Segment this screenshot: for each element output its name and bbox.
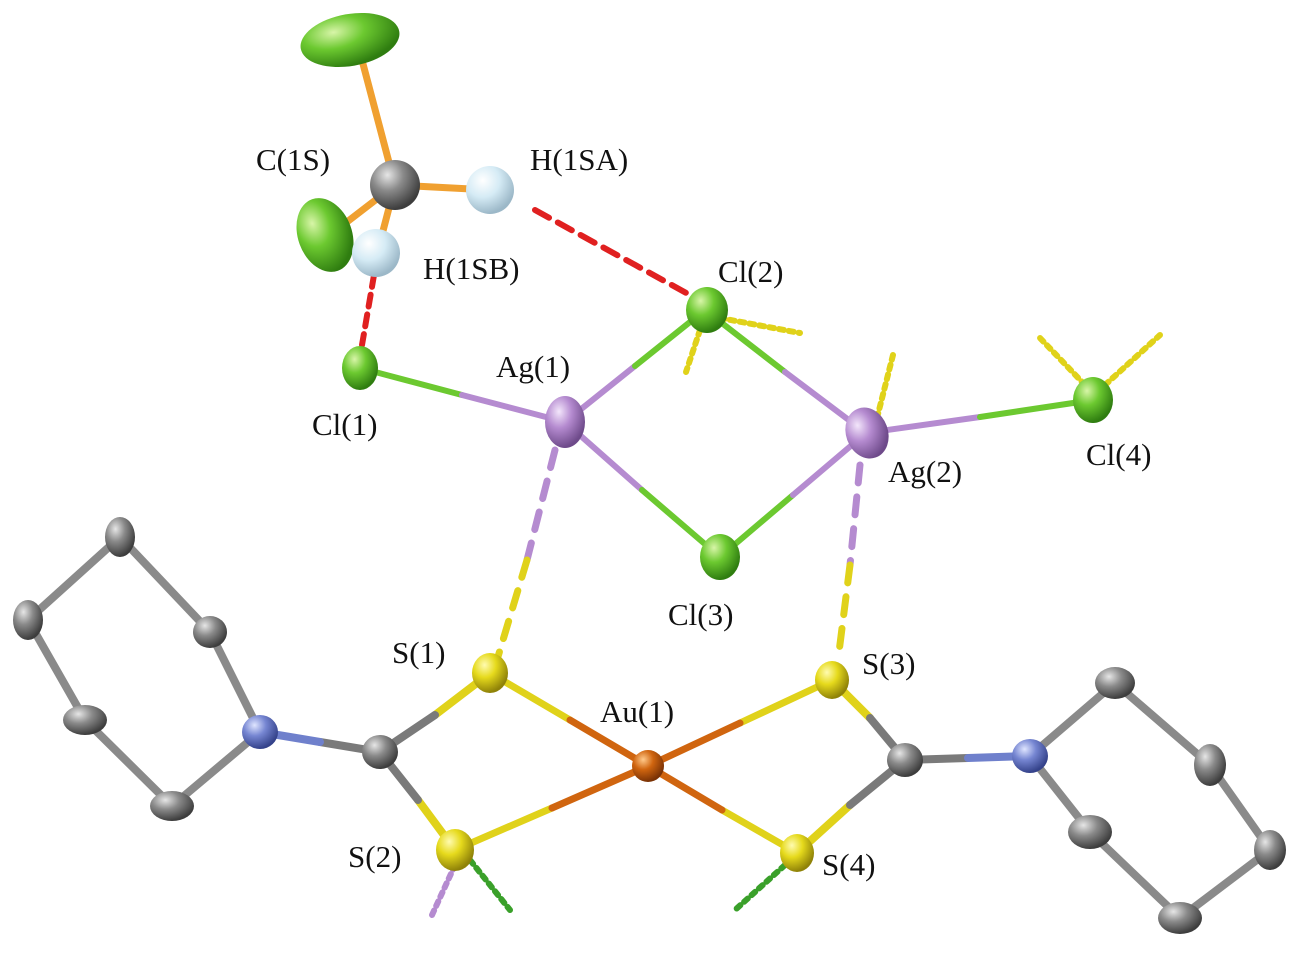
contact-ag1-s1-ag — [523, 446, 559, 564]
contact-ag2-s3-s — [834, 561, 854, 664]
label-h1sa: H(1SA) — [530, 142, 628, 177]
label-cl3: Cl(3) — [668, 597, 733, 632]
atom-s1 — [472, 653, 508, 693]
stub-cl2-b — [683, 327, 703, 375]
atom-c-ring-left-5 — [150, 791, 194, 821]
bonds — [24, 41, 1274, 922]
bond-s2-au-au — [548, 762, 652, 812]
contact-ag2-s3-ag — [846, 461, 864, 569]
label-s3: S(3) — [862, 646, 915, 681]
stub-cl4-b — [1102, 332, 1163, 388]
atom-s4 — [780, 834, 814, 872]
atom-n-left — [242, 715, 278, 749]
atom-c-ring-left-3 — [13, 600, 43, 640]
atom-ag2 — [845, 407, 889, 459]
label-s2: S(2) — [348, 839, 401, 874]
bond-ring-left-4 — [24, 616, 89, 724]
stub-ag2-up — [874, 352, 896, 421]
bond-n-ring-right-1 — [1026, 679, 1119, 760]
label-au1: Au(1) — [600, 694, 674, 729]
atom-au1 — [632, 750, 664, 782]
stub-s4 — [732, 862, 788, 913]
label-s4: S(4) — [822, 847, 875, 882]
contact-ag1-s1-s — [493, 556, 531, 664]
bond-ring-left-5 — [81, 716, 176, 810]
label-ag2: Ag(2) — [888, 454, 962, 489]
label-c1s: C(1S) — [256, 142, 330, 177]
atom-c-ring-right-5 — [1068, 815, 1112, 849]
label-cl1: Cl(1) — [312, 407, 377, 442]
atom-c-ring-left-1 — [193, 616, 227, 648]
atom-c-dtc-right — [887, 743, 923, 777]
bond-ring-right-2 — [1111, 679, 1214, 769]
atom-c-ring-right-4 — [1158, 902, 1202, 934]
bond-n-ring-left-6 — [168, 728, 264, 810]
label-s1: S(1) — [392, 635, 445, 670]
atom-s3 — [815, 661, 849, 699]
atom-c-ring-left-4 — [63, 705, 107, 735]
atom-c-ring-left-2 — [105, 517, 135, 557]
atom-c-dtc-left — [362, 735, 398, 769]
atom-labels: C(1S) H(1SA) H(1SB) Cl(2) Ag(1) Cl(1) Ag… — [256, 142, 1151, 882]
stub-s2-a — [429, 862, 458, 918]
label-cl2: Cl(2) — [718, 254, 783, 289]
atom-n-right — [1012, 739, 1048, 773]
atom-h1sb — [352, 229, 400, 277]
atom-cl3 — [700, 534, 740, 580]
atom-c1s — [370, 160, 420, 210]
stub-cl4-a — [1037, 335, 1088, 388]
atom-cl-solvent-top — [300, 12, 400, 68]
atom-h1sa — [466, 166, 514, 214]
label-ag1: Ag(1) — [496, 349, 570, 384]
label-h1sb: H(1SB) — [423, 251, 519, 286]
bond-ring-right-5 — [1086, 828, 1184, 922]
bond-ring-left-2 — [116, 533, 214, 636]
bond-ring-left-3 — [24, 533, 124, 624]
atom-c-ring-right-2 — [1194, 744, 1226, 786]
atom-cl1 — [342, 346, 378, 390]
stub-cl2-a — [717, 315, 803, 336]
bond-n-ring-left-1 — [206, 628, 264, 736]
atom-s2 — [436, 829, 474, 871]
atom-cl-solvent-left — [296, 198, 354, 272]
atom-ag1 — [545, 396, 585, 448]
atom-cl4 — [1073, 377, 1113, 423]
atom-c-ring-right-3 — [1254, 830, 1286, 870]
label-cl4: Cl(4) — [1086, 437, 1151, 472]
stub-s2-b — [467, 857, 513, 913]
bond-s3-au-au — [644, 719, 744, 770]
hbond-h1sa-cl2 — [532, 207, 693, 298]
atom-cl2 — [686, 287, 728, 333]
hbond-h1sb-cl1 — [359, 272, 377, 348]
atoms — [13, 12, 1286, 934]
atom-c-ring-right-1 — [1095, 667, 1135, 699]
